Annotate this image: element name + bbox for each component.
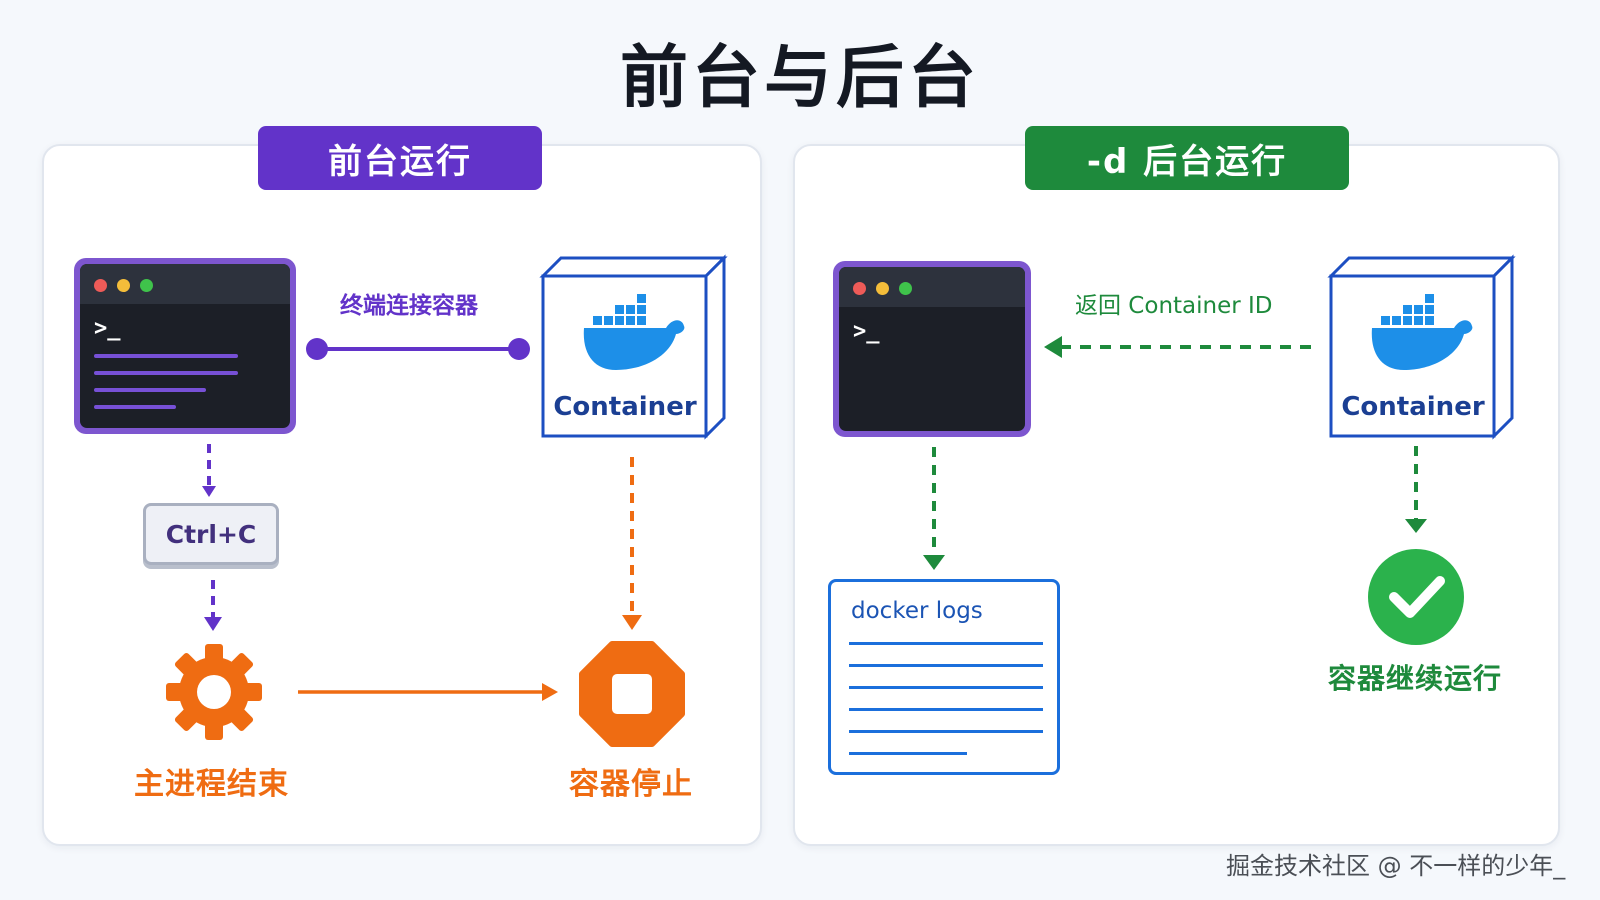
- container-box: [539, 254, 728, 440]
- logs-title: docker logs: [851, 598, 983, 624]
- arrow-container-to-terminal: [1044, 336, 1320, 358]
- arrow-key-to-gear: [204, 580, 222, 631]
- arrow-gear-to-stop: [298, 683, 558, 701]
- return-label: 返回 Container ID: [1075, 293, 1273, 319]
- terminal-icon: >_: [833, 261, 1031, 437]
- connect-label: 终端连接容器: [340, 293, 478, 319]
- process-end-label: 主进程结束: [134, 767, 289, 802]
- terminal-prompt: >_: [94, 316, 121, 341]
- terminal-prompt: >_: [853, 319, 880, 344]
- arrow-terminal-to-key: [202, 444, 216, 497]
- arrow-terminal-to-logs: [923, 447, 945, 570]
- docker-logs-document: docker logs: [828, 579, 1060, 775]
- page-title: 前台与后台: [619, 39, 980, 118]
- connection-line: [306, 338, 530, 360]
- arrow-container-to-stop: [622, 457, 642, 630]
- terminal-icon: >_: [74, 258, 296, 434]
- check-circle-icon: [1368, 549, 1464, 645]
- stop-octagon-icon: [579, 641, 685, 747]
- container-label: Container: [553, 392, 697, 422]
- gear-icon: [166, 644, 262, 740]
- container-stop-label: 容器停止: [569, 767, 693, 802]
- keeps-running-label: 容器继续运行: [1328, 662, 1503, 695]
- background-badge: -d 后台运行: [1025, 126, 1349, 190]
- ctrl-c-key: Ctrl+C: [143, 503, 279, 565]
- watermark: 掘金技术社区 @ 不一样的少年_: [1226, 852, 1566, 880]
- arrow-container-to-check: [1405, 446, 1427, 533]
- container-label: Container: [1341, 392, 1485, 422]
- foreground-badge: 前台运行: [258, 126, 542, 190]
